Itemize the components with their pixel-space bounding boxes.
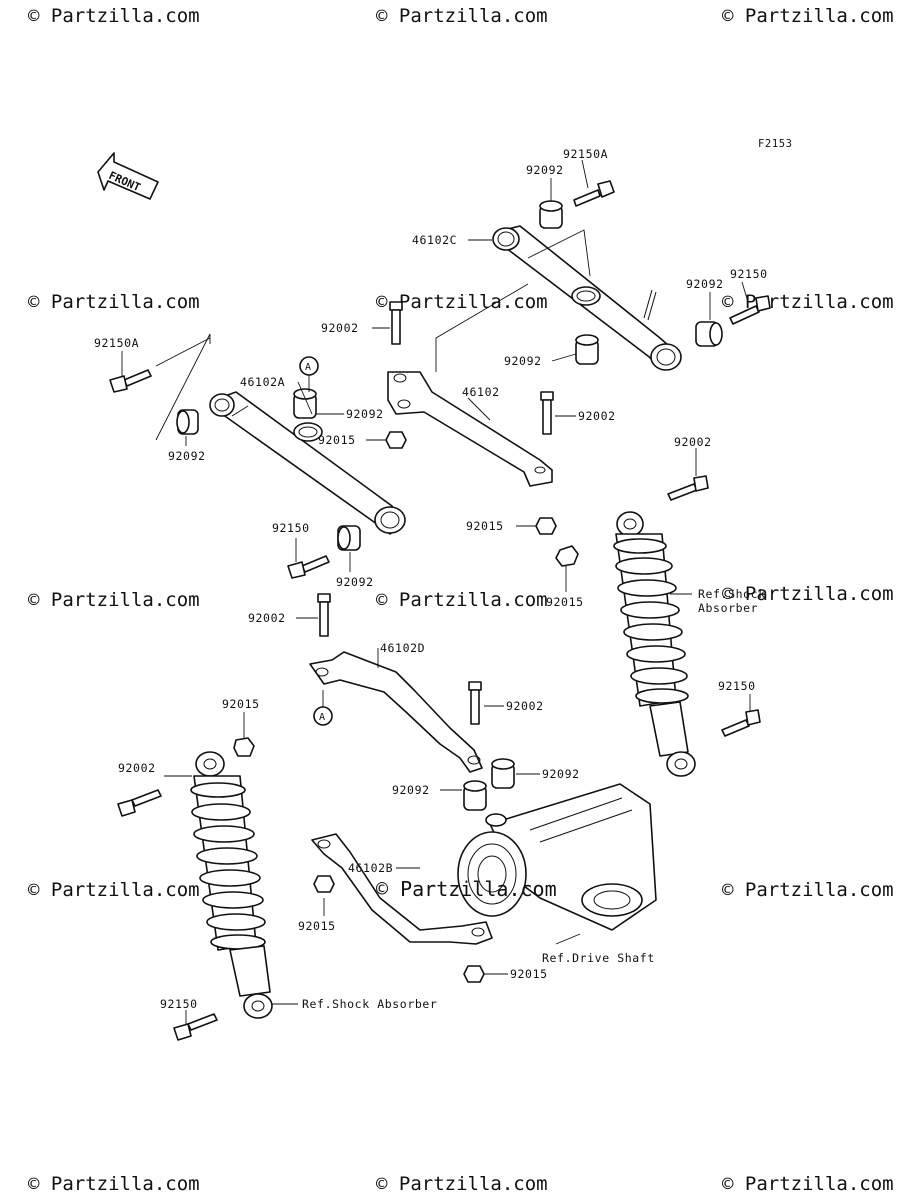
drive-shaft-housing bbox=[457, 783, 657, 931]
callout-46102B: 46102B bbox=[348, 861, 393, 875]
watermark: © Partzilla.com bbox=[28, 291, 200, 313]
bolt-92002-shock-top bbox=[667, 475, 709, 501]
front-arrow-icon: FRONT bbox=[97, 152, 159, 200]
assembly-guide-lines bbox=[155, 229, 591, 441]
callout-92092-center-right: 92092 bbox=[542, 767, 580, 781]
ref-marker-label: A bbox=[319, 712, 325, 723]
watermark-grid: © Partzilla.com © Partzilla.com © Partzi… bbox=[28, 5, 894, 1195]
bolt-92150A-top bbox=[573, 180, 615, 207]
callout-92015-right: 92015 bbox=[546, 595, 584, 609]
watermark: © Partzilla.com bbox=[722, 1173, 894, 1195]
bolt-92002-upper bbox=[389, 301, 403, 345]
bolt-92150-right bbox=[729, 295, 771, 325]
watermark: © Partzilla.com bbox=[376, 589, 548, 611]
rod-46102 bbox=[387, 371, 553, 487]
callout-46102D: 46102D bbox=[380, 641, 425, 655]
watermark: © Partzilla.com bbox=[376, 5, 548, 27]
ref-marker-a-bottom: A bbox=[313, 690, 333, 726]
arm-46102A bbox=[209, 391, 406, 535]
callout-92015-mid: 92015 bbox=[466, 519, 504, 533]
callout-92002-shock-top: 92002 bbox=[674, 435, 712, 449]
bushing-92092-left bbox=[176, 409, 199, 435]
nut-92015-bottom-left bbox=[313, 875, 335, 893]
coil-spring bbox=[613, 538, 689, 704]
callout-92092-mid-upper: 92092 bbox=[504, 354, 542, 368]
watermark: © Partzilla.com bbox=[722, 879, 894, 901]
bushing-92092-center-right bbox=[491, 758, 515, 789]
bolt-92002-right bbox=[540, 391, 554, 435]
callout-92092-top: 92092 bbox=[526, 163, 564, 177]
bolt-92150-shock bbox=[721, 709, 761, 737]
shock-absorber-left bbox=[190, 751, 273, 1019]
bolt-92002-far-left bbox=[117, 789, 162, 817]
callout-92092-left: 92092 bbox=[168, 449, 206, 463]
callout-ref-shock-right-1: Ref.Shock bbox=[698, 587, 766, 601]
arm-46102B bbox=[311, 833, 493, 945]
watermark: © Partzilla.com bbox=[28, 879, 200, 901]
bushing-92092-lower-arm bbox=[337, 525, 361, 551]
bolt-92150-mid bbox=[287, 555, 330, 579]
callout-92150-bottom: 92150 bbox=[160, 997, 198, 1011]
nut-92015-bottom bbox=[463, 965, 485, 983]
watermark: © Partzilla.com bbox=[28, 5, 200, 27]
bushing-92092-center-left bbox=[463, 780, 487, 811]
watermark: © Partzilla.com bbox=[376, 1173, 548, 1195]
nut-92015-upper bbox=[385, 431, 407, 449]
callout-ref-shock-bottom: Ref.Shock Absorber bbox=[302, 997, 437, 1011]
bolt-92002-lowerleft bbox=[317, 593, 331, 637]
bushing-92092-mid-upper bbox=[575, 334, 599, 365]
coil-spring bbox=[190, 782, 266, 950]
callout-92002-upper: 92002 bbox=[321, 321, 359, 335]
shock-absorber-right bbox=[613, 511, 696, 777]
figure-code: F2153 bbox=[758, 138, 793, 150]
callout-46102C: 46102C bbox=[412, 233, 457, 247]
ref-marker-label: A bbox=[305, 362, 311, 373]
callout-labels: 92150A 92092 46102C 92150 92092 92002 92… bbox=[94, 147, 768, 1011]
watermark: © Partzilla.com bbox=[722, 583, 894, 605]
center-watermark: © Partzilla.com bbox=[376, 877, 557, 901]
watermark: © Partzilla.com bbox=[722, 5, 894, 27]
watermark: © Partzilla.com bbox=[28, 1173, 200, 1195]
callout-92150-mid: 92150 bbox=[272, 521, 310, 535]
bushing-92092-right bbox=[695, 321, 723, 347]
watermark: © Partzilla.com bbox=[28, 589, 200, 611]
callout-92015-left: 92015 bbox=[222, 697, 260, 711]
callout-ref-shock-right-2: Absorber bbox=[698, 601, 758, 615]
callout-92015-bottom: 92015 bbox=[510, 967, 548, 981]
bushing-92092-top bbox=[539, 200, 563, 229]
callout-92150A-top: 92150A bbox=[563, 147, 608, 161]
callout-92015-bottom-left: 92015 bbox=[298, 919, 336, 933]
callout-92092-arm-bushing: 92092 bbox=[346, 407, 384, 421]
callout-46102: 46102 bbox=[462, 385, 500, 399]
bushing-92092-arm bbox=[293, 388, 317, 419]
nut-92015-mid bbox=[535, 517, 557, 535]
callout-92092-lower-arm: 92092 bbox=[336, 575, 374, 589]
callout-92002-center: 92002 bbox=[506, 699, 544, 713]
nut-92015-right bbox=[555, 545, 579, 567]
watermark: © Partzilla.com bbox=[376, 291, 548, 313]
bolt-92150-bottom bbox=[173, 1013, 218, 1041]
callout-92092-right: 92092 bbox=[686, 277, 724, 291]
callout-92150-right: 92150 bbox=[730, 267, 768, 281]
callout-46102A: 46102A bbox=[240, 375, 285, 389]
callout-92002-rightbolt: 92002 bbox=[578, 409, 616, 423]
upper-arm-46102C bbox=[492, 225, 682, 371]
callout-ref-drive-shaft: Ref.Drive Shaft bbox=[542, 951, 655, 965]
callout-92015-upper: 92015 bbox=[318, 433, 356, 447]
callout-92150-shock-right: 92150 bbox=[718, 679, 756, 693]
callout-92092-center-left: 92092 bbox=[392, 783, 430, 797]
arm-46102D bbox=[309, 651, 483, 773]
callout-92002-far-left: 92002 bbox=[118, 761, 156, 775]
nut-92015-left bbox=[233, 737, 255, 757]
callout-92150A-left: 92150A bbox=[94, 336, 139, 350]
leader-lines bbox=[121, 159, 751, 1024]
callout-92002-lowerleft: 92002 bbox=[248, 611, 286, 625]
bolt-92150A-left bbox=[109, 369, 152, 393]
bolt-92002-center bbox=[468, 681, 482, 725]
ref-marker-a-top: A bbox=[299, 356, 319, 392]
